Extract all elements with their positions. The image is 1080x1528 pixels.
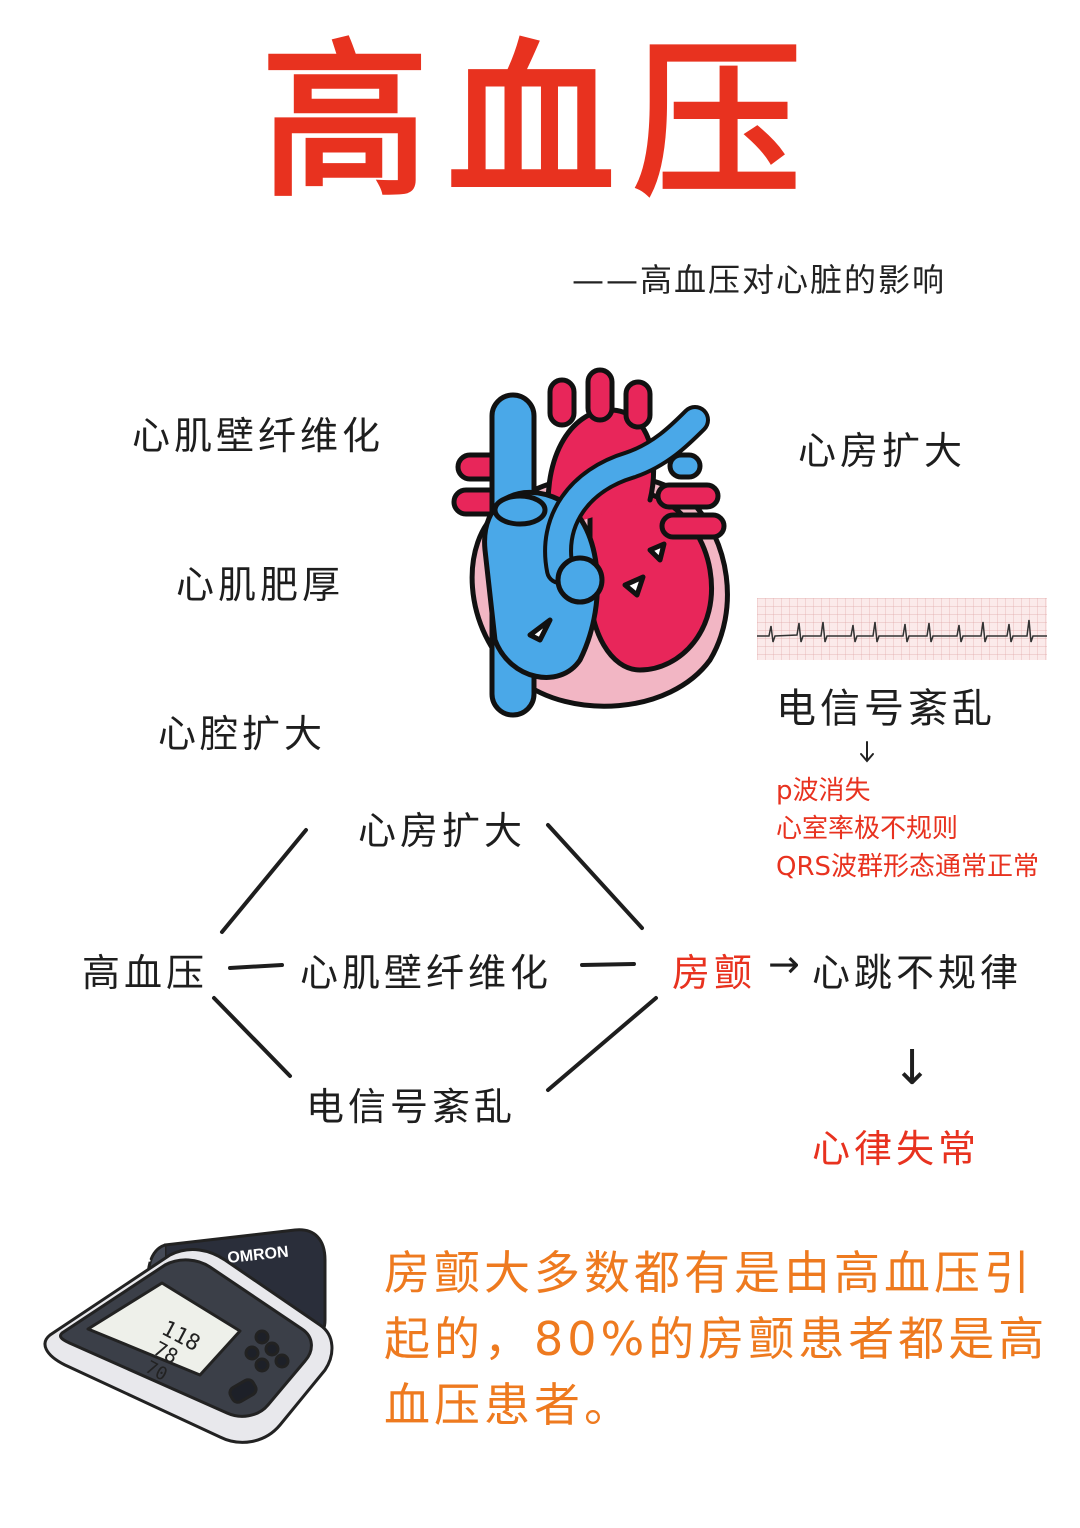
page-title: 高血压 (261, 24, 819, 220)
right-arrow-icon: → (768, 942, 804, 986)
flow-result: 房颤 (672, 951, 757, 995)
ecg-note: 心室率极不规则 (776, 814, 959, 844)
ecg-note: p波消失 (776, 776, 871, 806)
flow-consequence: 心跳不规律 (812, 951, 1023, 995)
connector-line (228, 963, 284, 970)
effect-myocardial-fibrosis: 心肌壁纤维化 (132, 414, 385, 458)
device-brand-cuff: OMRON (227, 1244, 290, 1267)
connector-line (546, 823, 644, 930)
flow-source: 高血压 (82, 951, 209, 995)
small-down-arrow-icon (860, 741, 874, 763)
connector-line (212, 996, 292, 1078)
effect-myocardial-hypertrophy: 心肌肥厚 (176, 563, 345, 607)
summary-text: 房颤大多数都有是由高血压引起的，80%的房颤患者都是高血压患者。 (384, 1246, 1049, 1432)
flow-middle: 心肌壁纤维化 (300, 951, 553, 995)
page-subtitle: ——高血压对心脏的影响 (572, 261, 947, 299)
effect-atrial-enlargement: 心房扩大 (798, 429, 967, 473)
connector-line (220, 828, 308, 934)
flow-top: 心房扩大 (358, 809, 527, 853)
ecg-label: 电信号紊乱 (776, 686, 996, 732)
flow-final: 心律失常 (812, 1127, 981, 1171)
flow-bottom: 电信号紊乱 (306, 1085, 517, 1129)
ecg-strip (757, 598, 1047, 660)
connector-line (546, 996, 658, 1092)
heart-illustration (451, 367, 730, 718)
down-arrow-icon: ↓ (892, 1040, 937, 1096)
effect-chamber-enlargement: 心腔扩大 (158, 712, 327, 756)
ecg-note: QRS波群形态通常正常 (776, 852, 1040, 882)
ecg-notes: p波消失 心室率极不规则 QRS波群形态通常正常 (776, 772, 1039, 886)
connector-line (580, 962, 636, 967)
blood-pressure-monitor: OMRON OMRON 118 78 70 (43, 1228, 334, 1444)
